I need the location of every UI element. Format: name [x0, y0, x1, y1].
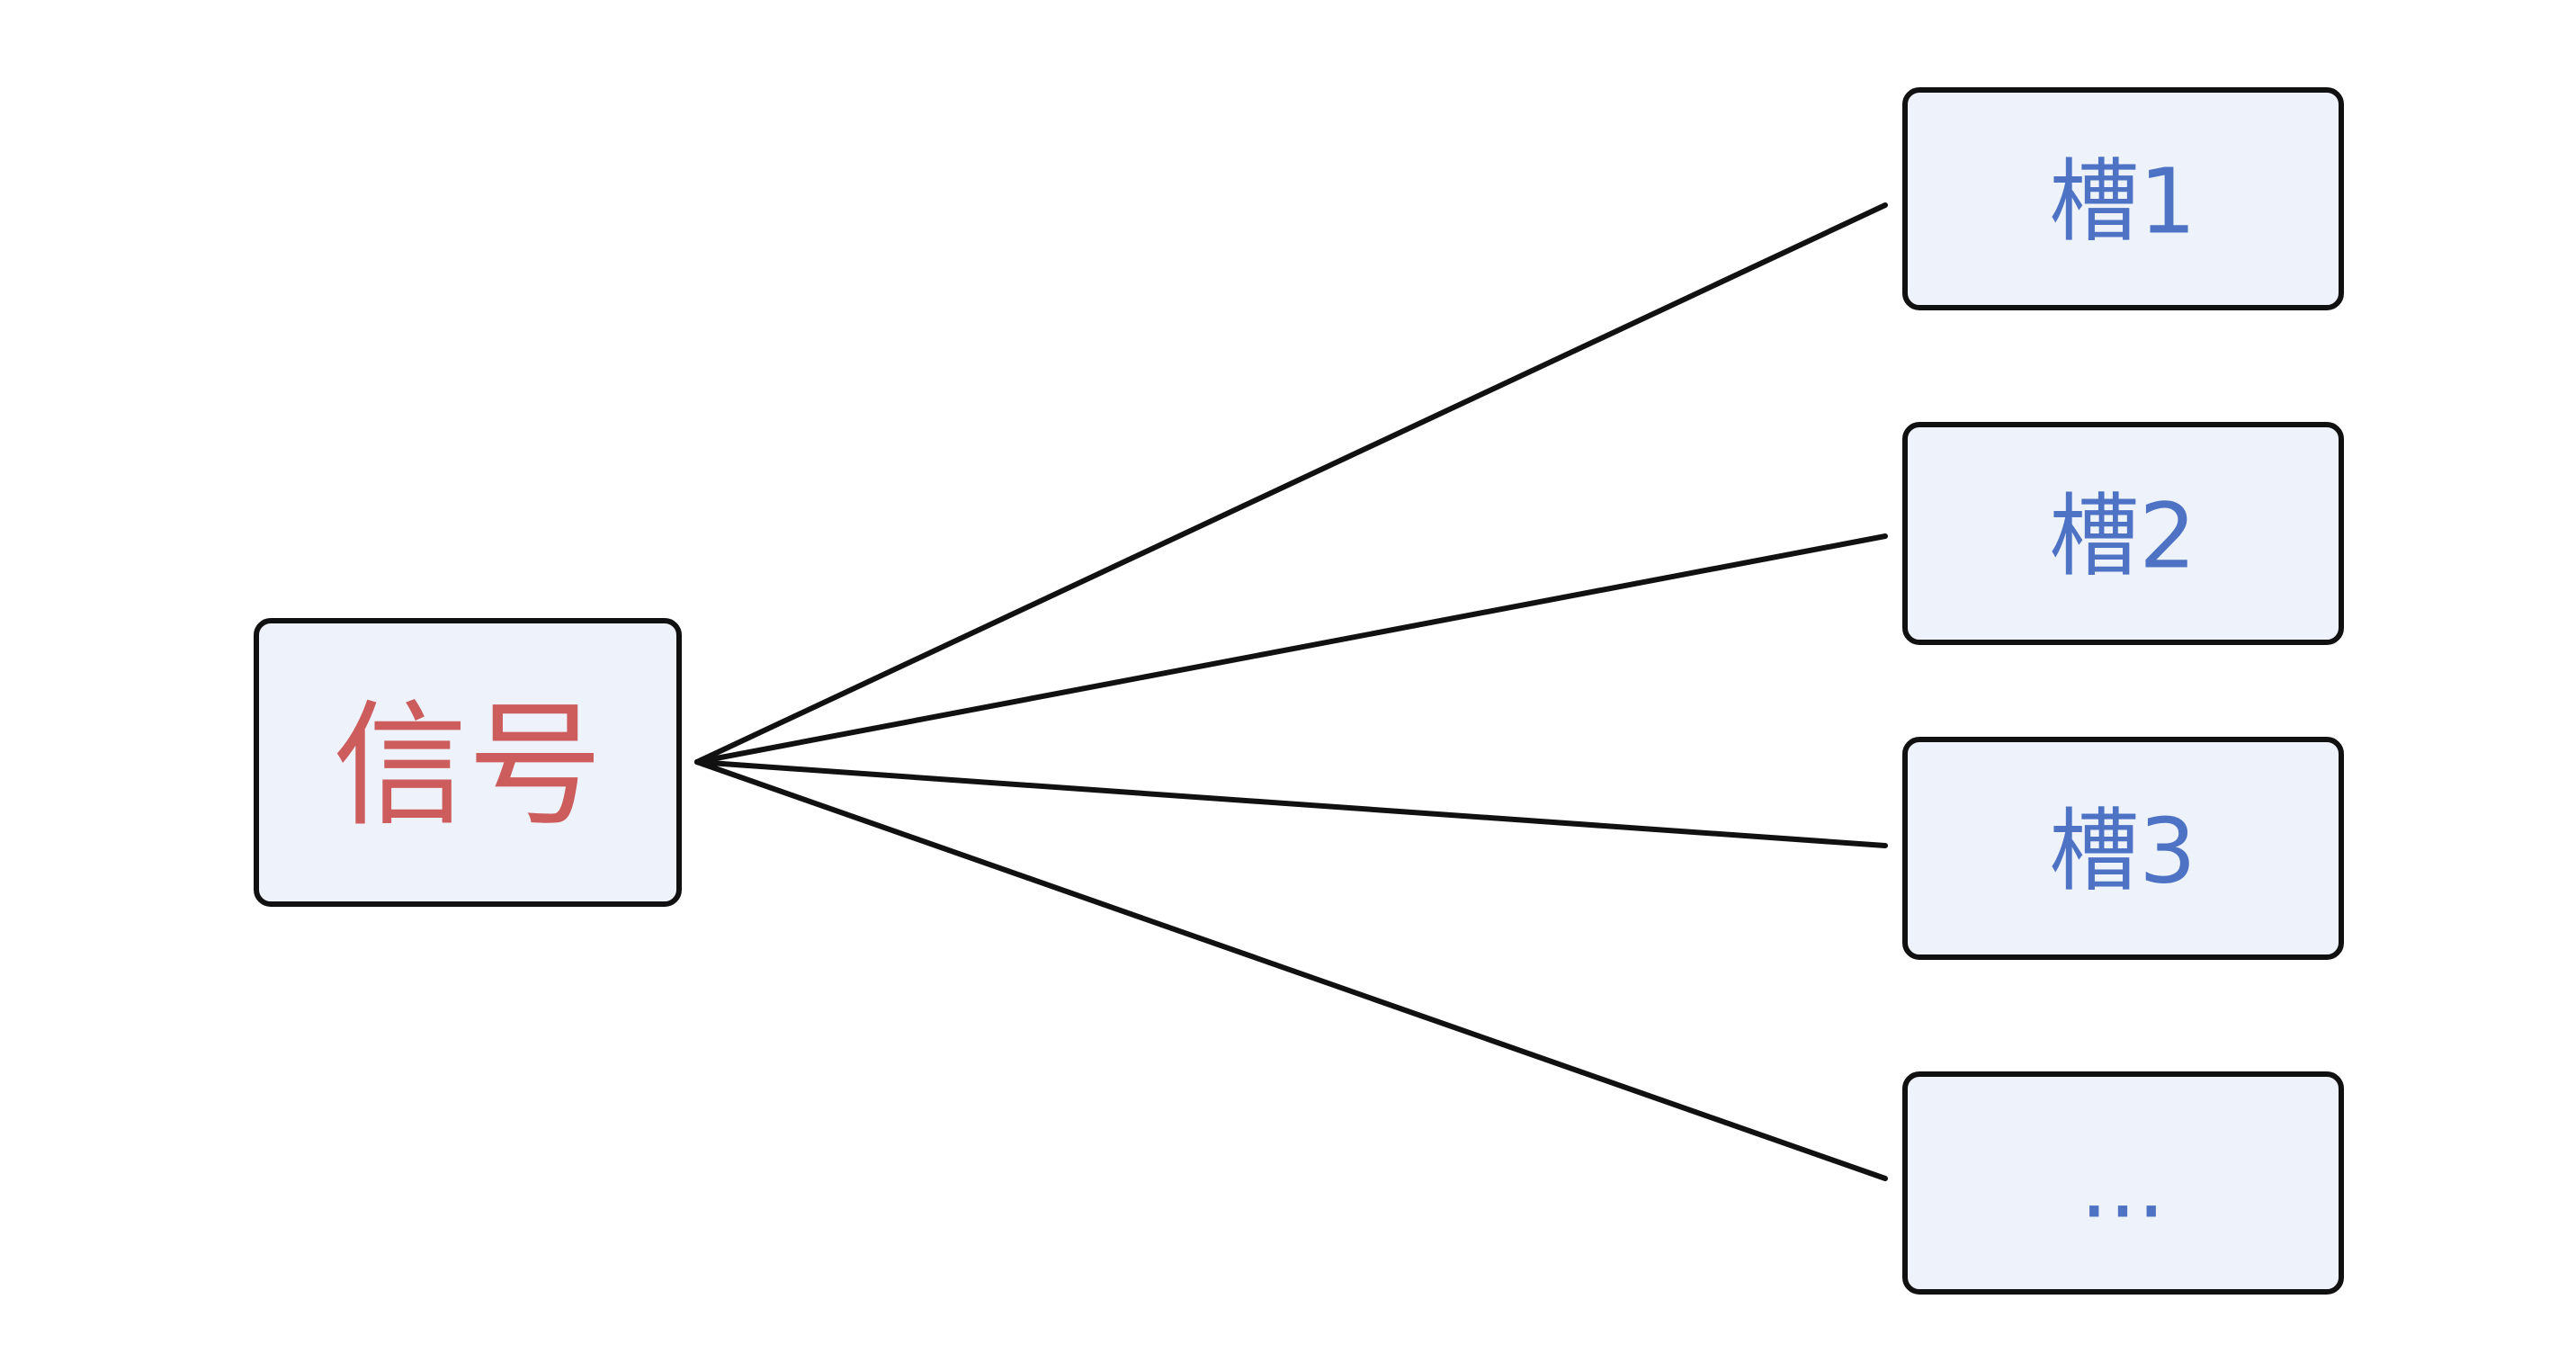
signal-label: 信号	[333, 688, 603, 845]
slot-node-2: 槽2	[1902, 422, 2344, 645]
slot-label-3: 槽3	[2049, 799, 2196, 904]
slot-node-3: 槽3	[1902, 737, 2344, 960]
signal-node: 信号	[254, 618, 682, 907]
slot-node-more: ...	[1902, 1071, 2344, 1295]
slot-label-2: 槽2	[2049, 484, 2196, 589]
slot-label-more: ...	[2080, 1134, 2165, 1239]
slot-node-1: 槽1	[1902, 87, 2344, 310]
edge-signal-more	[694, 759, 1888, 1181]
slot-label-1: 槽1	[2049, 149, 2196, 255]
edge-signal-slot3	[694, 759, 1888, 848]
edge-signal-slot2	[694, 533, 1888, 765]
edge-signal-slot1	[694, 202, 1888, 765]
